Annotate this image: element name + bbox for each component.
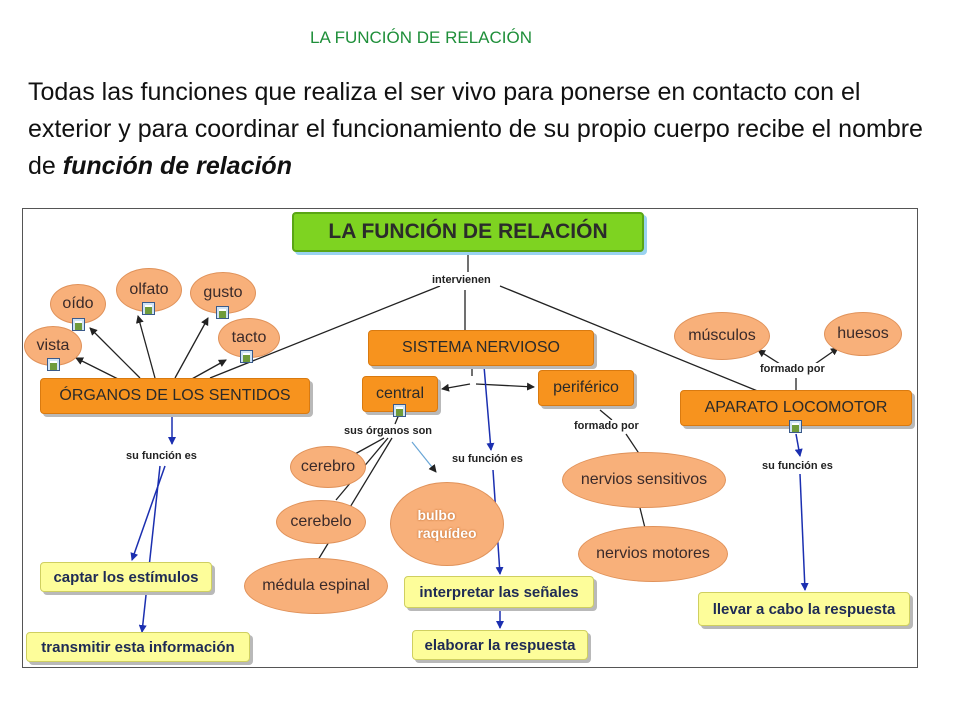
link-label-periferico-formado: formado por <box>574 420 639 432</box>
resource-icon-olfato[interactable] <box>142 302 155 315</box>
resource-icon-oido[interactable] <box>72 318 85 331</box>
link-label-intervienen: intervienen <box>432 274 491 286</box>
function-llevar: llevar a cabo la respuesta <box>698 592 910 626</box>
root-concept: LA FUNCIÓN DE RELACIÓN <box>292 212 644 252</box>
part-huesos: huesos <box>824 312 902 356</box>
intro-emphasis: función de relación <box>62 152 292 180</box>
concept-map-frame <box>22 208 918 668</box>
organ-cerebro: cerebro <box>290 446 366 488</box>
sense-oido: oído <box>50 284 106 324</box>
resource-icon-vista[interactable] <box>47 358 60 371</box>
organ-medula-espinal: médula espinal <box>244 558 388 614</box>
resource-icon-central[interactable] <box>393 404 406 417</box>
link-label-aparato-funcion: su función es <box>762 460 833 472</box>
link-label-sistema-funcion: su función es <box>452 453 523 465</box>
function-elaborar: elaborar la respuesta <box>412 630 588 660</box>
resource-icon-aparato[interactable] <box>789 420 802 433</box>
intro-text: Todas las funciones que realiza el ser v… <box>28 78 923 180</box>
link-label-sus-organos: sus órganos son <box>344 425 433 437</box>
function-captar: captar los estímulos <box>40 562 212 592</box>
function-transmitir: transmitir esta información <box>26 632 250 662</box>
sense-gusto: gusto <box>190 272 256 314</box>
resource-icon-gusto[interactable] <box>216 306 229 319</box>
link-label-aparato-formado: formado por <box>760 363 825 375</box>
link-label-organos-funcion: su función es <box>126 450 197 462</box>
resource-icon-tacto[interactable] <box>240 350 253 363</box>
organ-cerebelo: cerebelo <box>276 500 366 544</box>
concept-organos-sentidos: ÓRGANOS DE LOS SENTIDOS <box>40 378 310 414</box>
nerves-motores: nervios motores <box>578 526 728 582</box>
slide-title: LA FUNCIÓN DE RELACIÓN <box>310 28 532 47</box>
intro-paragraph: Todas las funciones que realiza el ser v… <box>28 74 928 185</box>
part-musculos: músculos <box>674 312 770 360</box>
concept-sistema-nervioso: SISTEMA NERVIOSO <box>368 330 594 366</box>
concept-periferico: periférico <box>538 370 634 406</box>
nerves-sensitivos: nervios sensitivos <box>562 452 726 508</box>
function-interpretar: interpretar las señales <box>404 576 594 608</box>
